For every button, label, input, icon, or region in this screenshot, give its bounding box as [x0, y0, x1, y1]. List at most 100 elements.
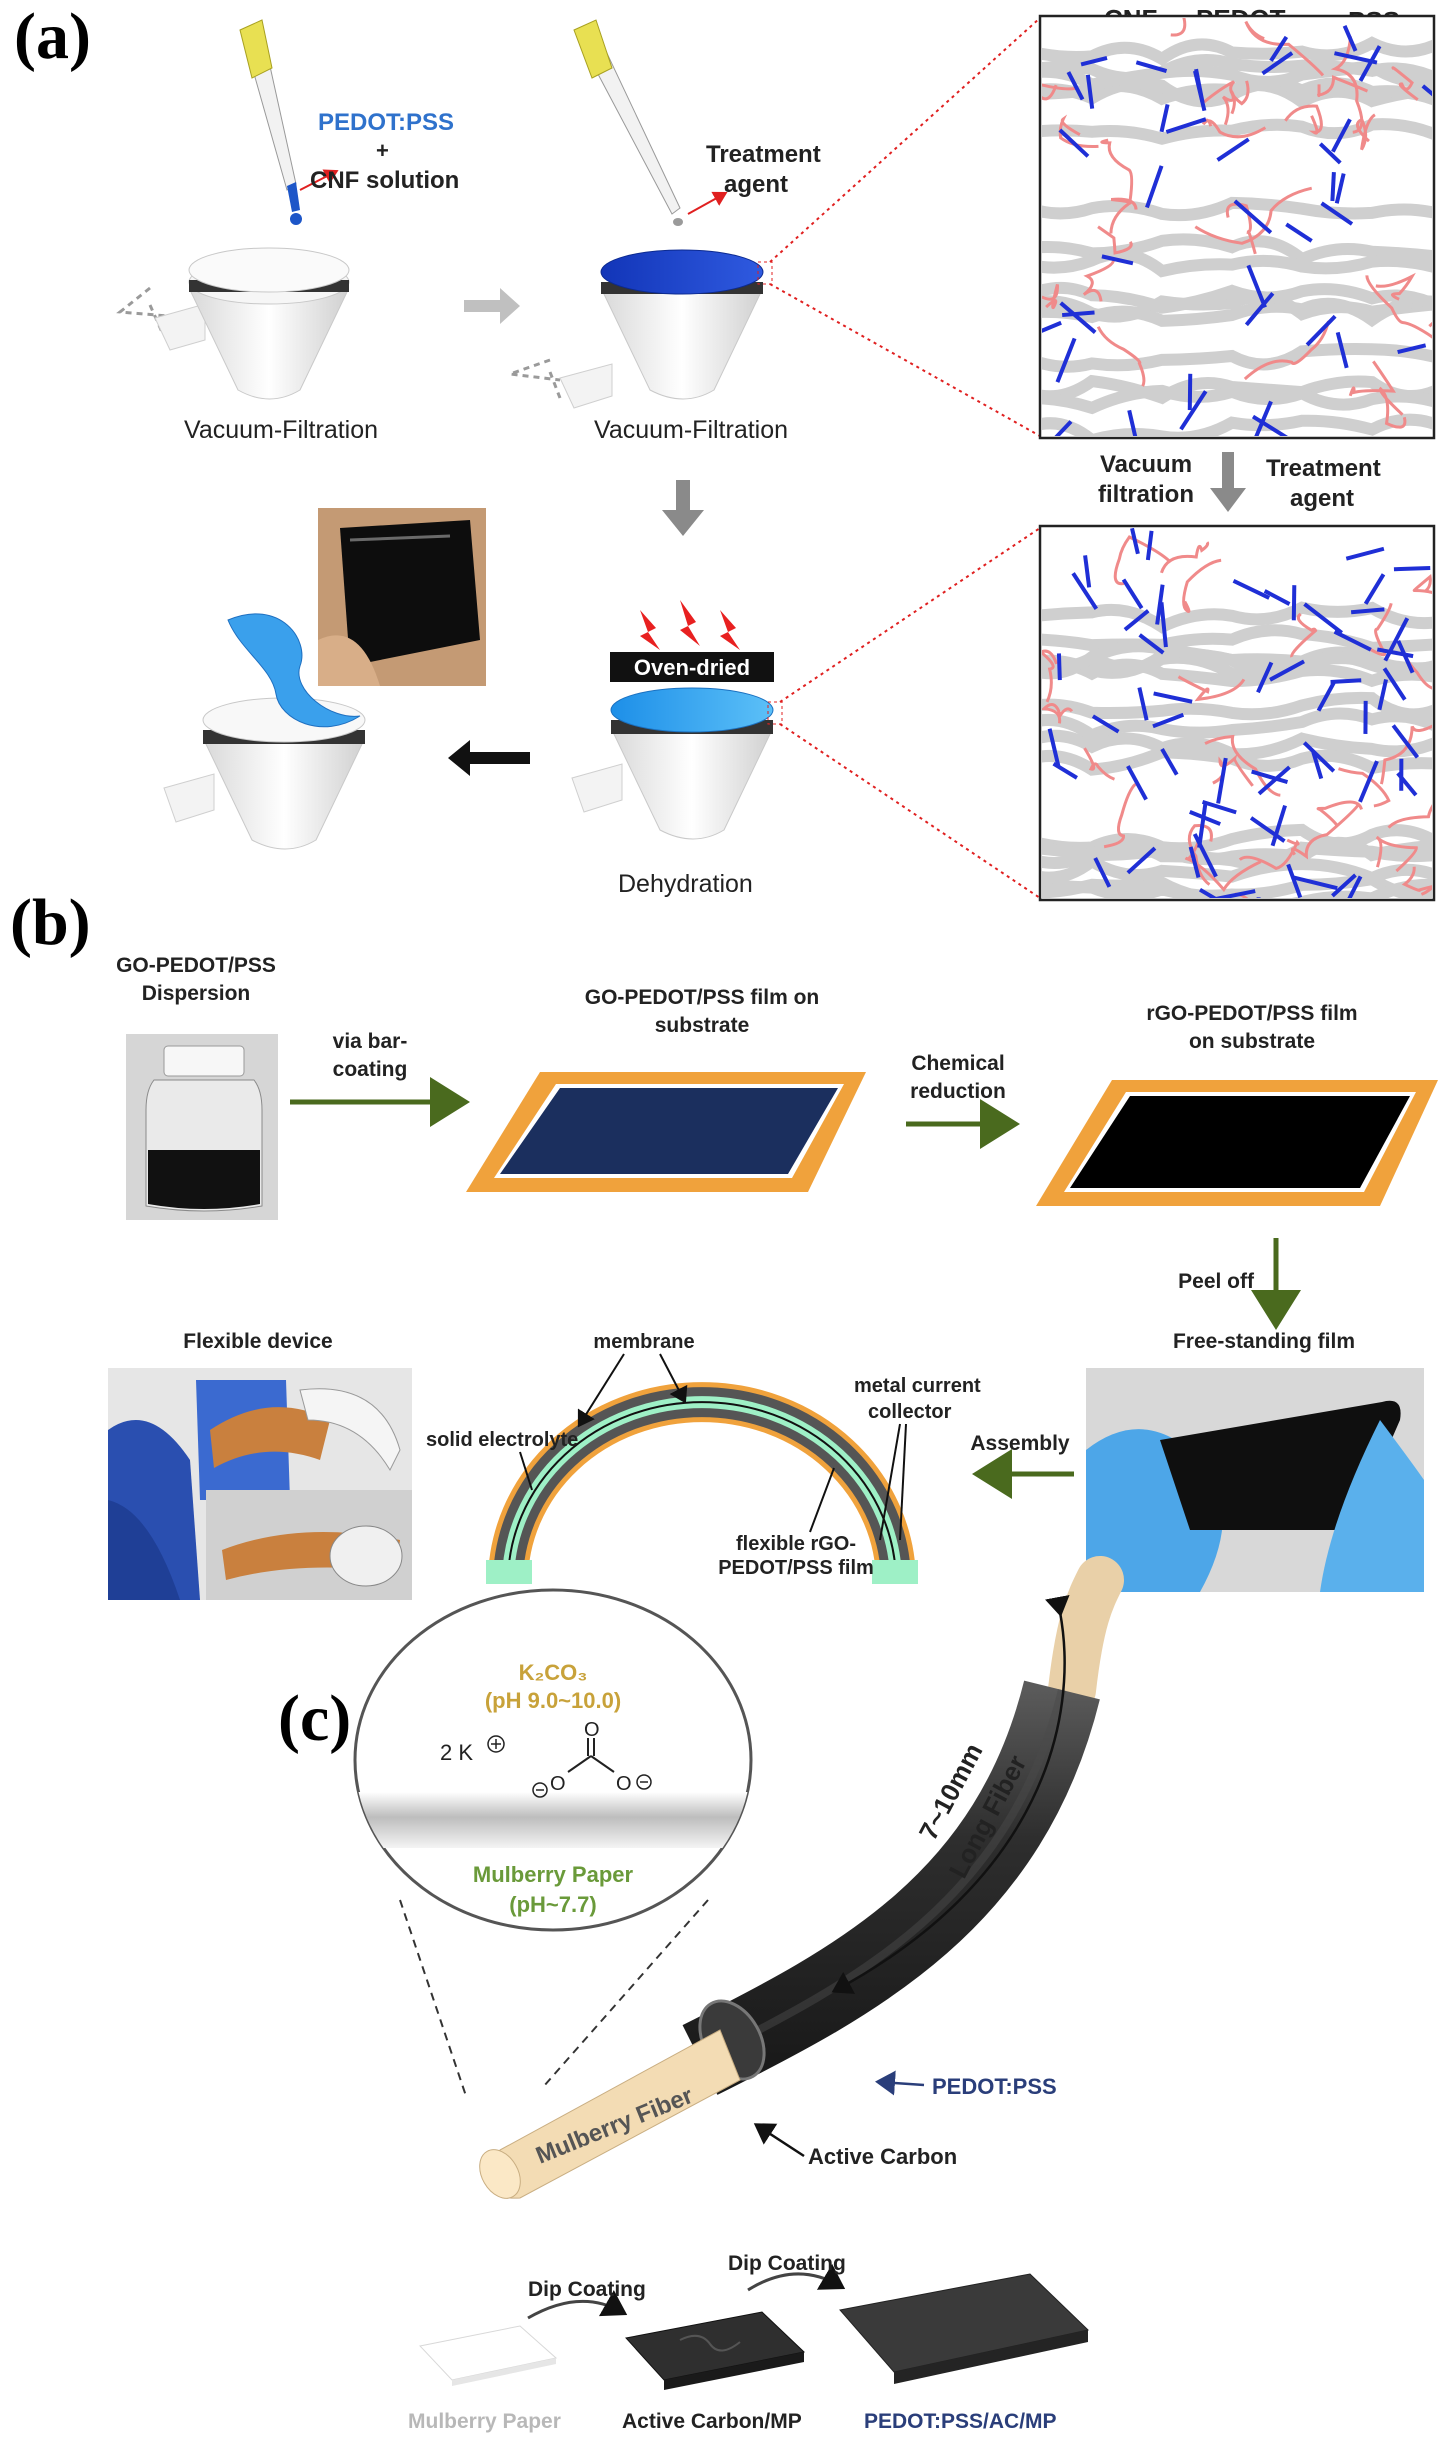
pss-chain: [1202, 80, 1250, 106]
nanostructure-after: [1042, 528, 1432, 898]
dip-coating-1: Dip Coating: [528, 2278, 646, 2301]
solution-plus: +: [376, 138, 389, 163]
drain-dash: [116, 286, 169, 318]
pss-chain: [1170, 18, 1187, 37]
funnel-cone: [189, 289, 349, 400]
rgo-film-substrate: [1036, 1080, 1438, 1206]
charge-minus-icon: [532, 1782, 548, 1798]
k2co3-label: K₂CO₃: [519, 1660, 588, 1685]
pedot-segment: [1101, 254, 1134, 266]
pipette-bulb: [573, 19, 613, 79]
cnf-strand: [1042, 707, 1432, 743]
pedot-segment: [1256, 897, 1261, 898]
pedot-pss-label: PEDOT:PSS: [932, 2074, 1057, 2099]
chemical-label-1: Chemical: [911, 1052, 1004, 1075]
photo-film: [340, 520, 480, 666]
pedot-segment: [1393, 565, 1431, 572]
funnel-spout: [163, 773, 215, 823]
mid-vacuum-2: filtration: [1098, 481, 1194, 508]
bottle-cap: [163, 1045, 245, 1077]
funnel-cone: [203, 739, 365, 850]
membrane-pointer: [659, 1353, 688, 1404]
vacuum-filtration-2: Vacuum-Filtration: [594, 416, 788, 444]
go-film-label-1: GO-PEDOT/PSS film on: [585, 986, 820, 1009]
pedot-segment: [1159, 103, 1170, 133]
flex-film-label-2: PEDOT/PSS film: [718, 1557, 874, 1579]
pedot-segment: [1159, 602, 1168, 648]
pedot-segment: [1269, 35, 1289, 62]
bottle-dispersion: [148, 1150, 260, 1209]
drain-dash: [509, 358, 561, 382]
pedot-segment: [1201, 799, 1237, 815]
film-top: [600, 249, 764, 295]
sheet-mulberry-paper: [419, 2325, 558, 2386]
go-film: [500, 1088, 838, 1174]
pedot-segment: [1165, 117, 1207, 134]
pedot-segment: [1160, 747, 1179, 776]
pedot-segment: [1188, 846, 1201, 879]
oven-label: Oven-dried: [634, 655, 750, 680]
carbonate-structure: [567, 1738, 615, 1773]
pedot-segment: [1261, 51, 1294, 76]
free-standing-label: Free-standing film: [1173, 1330, 1355, 1353]
pedot-segment: [1126, 765, 1148, 801]
carbon-pointer: [753, 2123, 805, 2158]
pedot-segment: [1382, 667, 1407, 701]
flex-film-label-1: flexible rGO-: [736, 1533, 856, 1555]
funnel-3: [571, 687, 783, 840]
pedot-segment: [1145, 530, 1154, 561]
pedot-segment: [1256, 661, 1274, 694]
mulberry-paper-label: Mulberry Paper: [473, 1862, 634, 1887]
pedot-segment: [1232, 578, 1271, 600]
sheet-side: [452, 2358, 556, 2386]
pedot-segment: [1137, 687, 1149, 721]
pss-chain: [1412, 573, 1432, 594]
pedot-segment: [1249, 816, 1286, 843]
sheet-side: [894, 2330, 1088, 2384]
pss-chain: [1244, 20, 1325, 77]
treatment-label-1: Treatment: [706, 141, 821, 168]
cnf-strand: [1042, 384, 1432, 415]
pss-chain: [1201, 118, 1267, 139]
pedot-segment: [1198, 887, 1218, 898]
pss-chain: [1379, 724, 1432, 785]
zoom-line: [769, 17, 1041, 263]
arrow-down-mid: [1210, 452, 1246, 512]
pedot-segment: [1193, 70, 1207, 112]
pss-chain: [1097, 225, 1133, 255]
pedot-segment: [1396, 771, 1418, 797]
oxygen-right: O: [616, 1773, 632, 1795]
zoom-line: [779, 723, 1041, 899]
cnf-strand: [1042, 691, 1432, 721]
pss-chain: [1221, 90, 1236, 126]
pss-chain: [1184, 842, 1262, 893]
pipette-bulb: [239, 19, 273, 79]
funnel-cone: [601, 289, 763, 400]
pss-chain: [1042, 284, 1059, 310]
pedot-segment: [1342, 24, 1358, 52]
bottle-photo: [126, 1034, 278, 1220]
cnf-strand: [1042, 281, 1432, 314]
pedot-segment: [1093, 857, 1112, 888]
solid-electrolyte-label: solid electrolyte: [426, 1429, 578, 1451]
peeled-film: [227, 613, 361, 728]
membrane-pointer: [577, 1353, 625, 1428]
electrolyte-pointer: [519, 1451, 533, 1491]
pss-chain: [1160, 541, 1210, 574]
cnf-strand: [1042, 823, 1432, 855]
funnel-1: [116, 247, 350, 400]
pss-chain: [1355, 113, 1376, 151]
cnf-strand: [1042, 413, 1432, 436]
sheet-label-mp: Mulberry Paper: [408, 2410, 561, 2433]
zoom-line: [779, 527, 1041, 703]
pedot-segment: [1179, 390, 1208, 431]
vacuum-filtration-1: Vacuum-Filtration: [184, 416, 378, 444]
photo-film: [1160, 1400, 1401, 1530]
pss-chain: [1387, 804, 1432, 829]
film-top: [610, 687, 774, 733]
pedot-segment: [1291, 875, 1338, 891]
rgo-film: [1070, 1096, 1410, 1188]
pss-chain: [1113, 535, 1171, 586]
pedot-segment: [1376, 647, 1414, 659]
pss-chain: [1187, 823, 1213, 886]
